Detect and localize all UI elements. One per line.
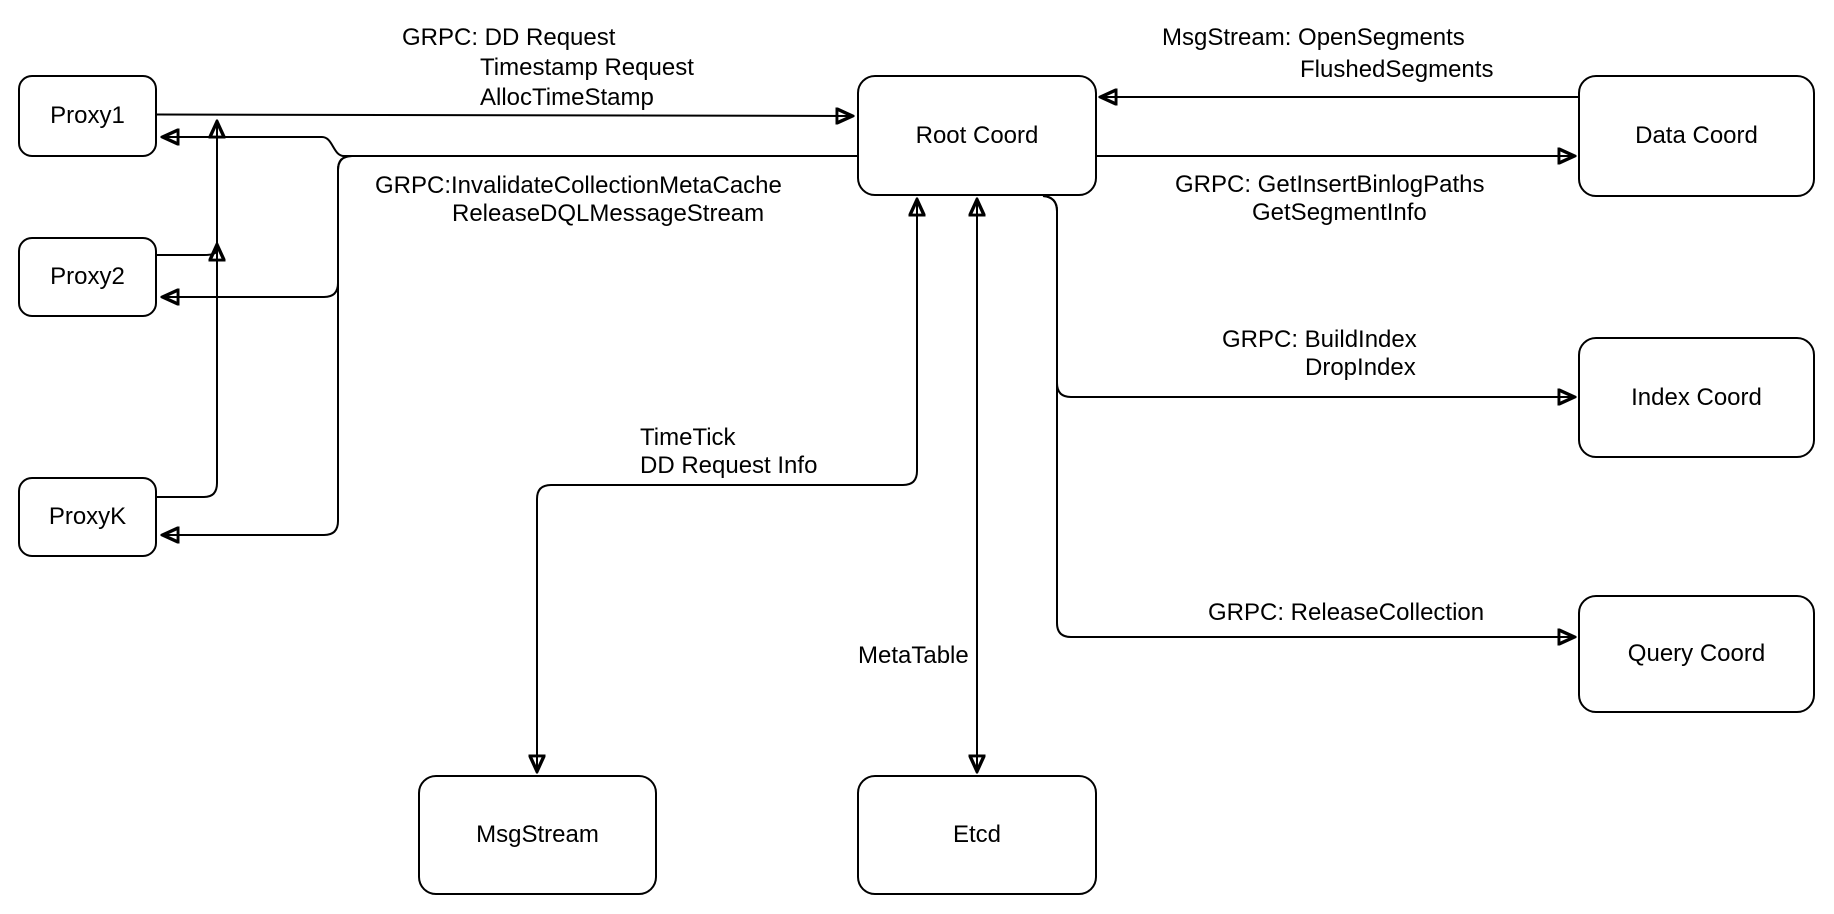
edge-label-root-etcd-line1: MetaTable — [858, 642, 969, 669]
edge-rootcoord-to-querycoord — [1042, 195, 1574, 637]
edge-rootcoord-msgstream — [537, 200, 917, 771]
edge-label-proxy-to-root-line1: GRPC: DD Request — [402, 24, 616, 51]
edge-label-data-to-root-line2: FlushedSegments — [1300, 56, 1494, 83]
node-query-coord: Query Coord — [1578, 595, 1815, 713]
edge-label-root-to-query-line1: GRPC: ReleaseCollection — [1208, 599, 1485, 626]
edge-label-proxy-to-root-line3: AllocTimeStamp — [480, 84, 654, 111]
node-proxy1: Proxy1 — [18, 75, 157, 157]
edge-label-proxy-to-root-line2: Timestamp Request — [480, 54, 694, 81]
node-msgstream-label: MsgStream — [476, 821, 599, 848]
node-index-coord-label: Index Coord — [1631, 383, 1762, 411]
edge-rootcoord-to-proxyk — [163, 155, 857, 535]
edge-label-root-to-index-line1: GRPC: BuildIndex — [1222, 326, 1417, 353]
edge-label-root-msgstream-line1: TimeTick — [640, 424, 736, 451]
node-proxyk-label: ProxyK — [48, 503, 127, 530]
node-data-coord: Data Coord — [1578, 75, 1815, 197]
edge-label-root-to-index-line2: DropIndex — [1305, 354, 1416, 381]
node-root-coord: Root Coord — [857, 75, 1097, 196]
node-etcd: Etcd — [857, 775, 1097, 895]
node-data-coord-label: Data Coord — [1635, 122, 1758, 149]
node-root-coord-label: Root Coord — [915, 121, 1039, 149]
edge-rootcoord-to-proxy1 — [163, 137, 857, 157]
edge-proxyk-to-trunk — [157, 122, 217, 498]
edge-label-root-to-proxies-line2: ReleaseDQLMessageStream — [452, 200, 765, 227]
edge-label-root-to-data-line2: GetSegmentInfo — [1252, 199, 1427, 226]
edge-label-root-to-data-line1: GRPC: GetInsertBinlogPaths — [1175, 171, 1485, 198]
node-proxyk: ProxyK — [18, 477, 157, 557]
edge-proxy2-to-trunk — [157, 245, 217, 255]
edge-label-data-to-root-line1: MsgStream: OpenSegments — [1162, 24, 1465, 51]
node-query-coord-label: Query Coord — [1627, 640, 1766, 667]
node-etcd-label: Etcd — [952, 821, 1002, 848]
edge-label-root-msgstream-line2: DD Request Info — [640, 452, 818, 479]
edge-label-root-to-proxies-line1: GRPC:InvalidateCollectionMetaCache — [375, 172, 782, 199]
node-msgstream: MsgStream — [418, 775, 657, 895]
node-proxy2-label: Proxy2 — [50, 263, 125, 290]
node-index-coord: Index Coord — [1578, 337, 1815, 458]
node-proxy2: Proxy2 — [18, 237, 157, 317]
edge-proxy1-to-rootcoord — [156, 115, 852, 117]
node-proxy1-label: Proxy1 — [50, 102, 125, 129]
